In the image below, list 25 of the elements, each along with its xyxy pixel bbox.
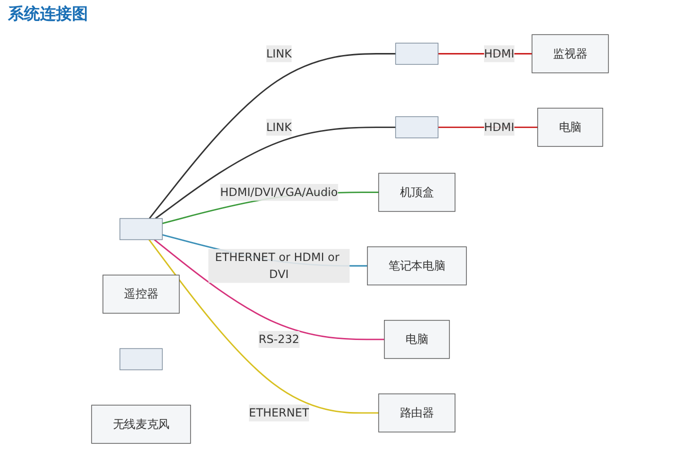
diagram-title: 系统连接图: [8, 4, 88, 25]
edge-label: RS-232: [258, 332, 300, 346]
node-box: 无线麦克风: [91, 404, 191, 444]
edge-label: LINK: [266, 46, 292, 60]
node-box: 机顶盒: [378, 172, 456, 212]
node-box: [120, 348, 163, 370]
edge-label: ETHERNET or HDMI or DVI: [215, 250, 340, 281]
edge-label: HDMI/DVI/VGA/Audio: [220, 185, 338, 199]
node-box: [120, 218, 163, 240]
node-box: 电脑: [384, 320, 450, 359]
edge-label: ETHERNET: [248, 406, 310, 420]
connector: [155, 126, 396, 220]
connector: [148, 53, 396, 219]
node-box: [395, 42, 438, 65]
edge-label: HDMI: [484, 46, 514, 60]
edge-label: HDMI: [484, 120, 514, 134]
node-box: 笔记本电脑: [367, 246, 467, 286]
node-box: [395, 116, 438, 138]
node-box: 监视器: [532, 34, 609, 74]
edge-label: LINK: [266, 120, 292, 134]
node-box: 电脑: [537, 108, 604, 147]
node-box: 路由器: [378, 394, 456, 432]
connector: [154, 239, 384, 340]
connector: [148, 239, 379, 414]
node-box: 遥控器: [102, 274, 180, 314]
